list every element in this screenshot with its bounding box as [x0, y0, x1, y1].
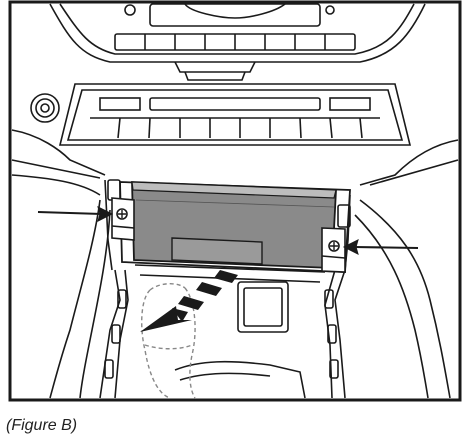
- arrow-left-icon: [342, 239, 419, 255]
- screw-icon: [116, 208, 340, 252]
- figure-frame: [8, 0, 462, 402]
- lower-dash: [11, 129, 459, 399]
- upper-dash: [49, 3, 426, 81]
- climate-panel: [30, 83, 412, 146]
- pocket-handle: [171, 237, 263, 265]
- pocket-top: [131, 181, 337, 199]
- storage-pocket: [119, 181, 351, 273]
- figure-caption: (Figure B): [6, 417, 77, 434]
- arrow-right-icon: [37, 206, 114, 222]
- dashed-arrow-down-left-icon: [140, 270, 238, 332]
